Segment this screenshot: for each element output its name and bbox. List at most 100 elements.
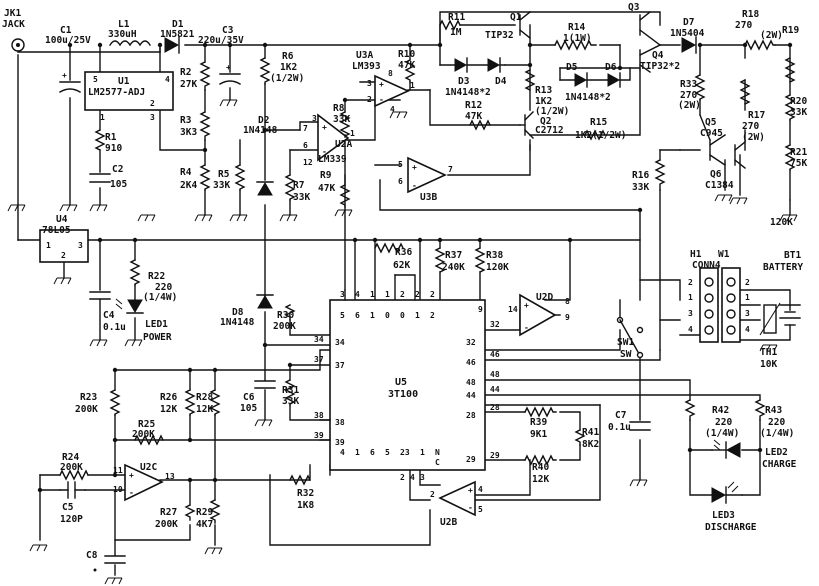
- svg-text:38: 38: [335, 418, 345, 427]
- svg-text:14: 14: [508, 305, 518, 314]
- th1-thermistor: TH1 10K: [759, 302, 781, 370]
- c7-capacitor: C7 0.1u: [608, 410, 651, 433]
- sw1-value: SW: [620, 349, 632, 360]
- r10-value: 47K: [398, 60, 415, 71]
- u4-regulator: U4 78L05 1 3 2: [39, 214, 89, 263]
- wires: [17, 11, 791, 576]
- q5-ref: Q5: [705, 117, 717, 128]
- u5-value: 3T100: [388, 389, 418, 400]
- r14-resistor: R14 1(1W): [554, 22, 597, 51]
- r43-ref: R43: [765, 405, 782, 416]
- svg-text:+: +: [524, 301, 529, 310]
- r18-resistor: R18 270 (2W): [735, 9, 783, 51]
- r9-value: 47K: [318, 183, 335, 194]
- svg-text:2: 2: [150, 99, 155, 108]
- d56-value: 1N4148*2: [565, 92, 611, 103]
- c2-value: 105: [110, 179, 127, 190]
- r33-value: 270: [680, 90, 697, 101]
- r41-resistor: R41 8K2: [574, 427, 599, 450]
- r31-value: 33K: [282, 396, 299, 407]
- r4-resistor: R4 2K4: [180, 164, 211, 191]
- l1-inductor: L1 330uH: [108, 19, 151, 47]
- d8-value: 1N4148: [220, 317, 255, 328]
- d7-ref: D7: [683, 17, 694, 28]
- u5-right-pins: 32 46 48 44 28 29 32 46 48 44 28 29: [466, 320, 500, 464]
- svg-text:2: 2: [400, 290, 405, 299]
- led1-diode: LED1 POWER: [115, 298, 172, 343]
- c2-ref: C2: [112, 164, 123, 175]
- svg-text:3: 3: [312, 114, 317, 123]
- r6-note: (1/2W): [270, 73, 304, 84]
- u2a-ref: U2A: [335, 139, 352, 150]
- jk1-value: JACK: [2, 19, 25, 30]
- svg-text:N: N: [435, 448, 440, 457]
- r15-resistor: R15 1K2(1/2W): [575, 117, 626, 141]
- r30-value: 200K: [273, 321, 296, 332]
- jk1-jack: JK1 JACK: [2, 8, 25, 52]
- r3-ref: R3: [180, 115, 192, 126]
- r36-ref: R36: [395, 247, 412, 258]
- r27-ref: R27: [160, 507, 177, 518]
- r31-resistor: R31 33K: [282, 379, 299, 407]
- conn4-ref: CONN4: [692, 260, 721, 271]
- q5-transistor: Q5 C945: [700, 117, 726, 166]
- svg-text:4: 4: [745, 325, 750, 334]
- r7-resistor: R7 33K: [284, 174, 310, 203]
- r27-value: 200K: [155, 519, 178, 530]
- svg-text:4: 4: [478, 485, 483, 494]
- junction-dots: [37, 42, 793, 493]
- c6-value: 105: [240, 403, 257, 414]
- svg-text:1: 1: [355, 448, 360, 457]
- u1-value: LM2577-ADJ: [88, 87, 145, 98]
- svg-text:48: 48: [466, 378, 476, 387]
- svg-text:1: 1: [688, 293, 693, 302]
- r26-ref: R26: [160, 392, 177, 403]
- u3b-ref: U3B: [420, 192, 437, 203]
- led2-diode: LED2 CHARGE: [711, 439, 797, 470]
- r12-ref: R12: [465, 100, 482, 111]
- svg-text:+: +: [379, 80, 384, 89]
- r2-value: 27K: [180, 79, 197, 90]
- svg-text:4: 4: [355, 290, 360, 299]
- bt1-value: BATTERY: [763, 262, 803, 273]
- q5-value: C945: [700, 128, 723, 139]
- r26-value: 12K: [160, 404, 177, 415]
- svg-text:C: C: [435, 458, 440, 467]
- r25-ref: R25: [138, 419, 155, 430]
- u4-ref: U4: [56, 214, 68, 225]
- svg-text:+: +: [322, 123, 327, 132]
- svg-text:29: 29: [466, 455, 476, 464]
- r33-resistor: R33 270 (2W): [678, 74, 706, 111]
- svg-text:34: 34: [335, 338, 345, 347]
- r25-value: 200K: [132, 429, 155, 440]
- r22-note: (1/4W): [143, 292, 177, 303]
- svg-text:-: -: [524, 323, 529, 332]
- d8-diode: D8 1N4148: [220, 294, 274, 328]
- r7-ref: R7: [293, 180, 304, 191]
- r21-resistor: R21 75K 120K: [770, 144, 807, 228]
- q4-ref: Q4: [652, 50, 664, 61]
- r43-note: (1/4W): [760, 428, 794, 439]
- r22-resistor: R22 220 (1/4W): [129, 259, 177, 303]
- c4-capacitor: C4 0.1u: [89, 291, 126, 333]
- svg-text:1: 1: [100, 113, 105, 122]
- svg-text:-: -: [129, 488, 134, 497]
- svg-text:5: 5: [398, 160, 403, 169]
- u5-pin-stubs: [319, 289, 346, 441]
- svg-text:3: 3: [78, 241, 83, 250]
- q3-transistor: Q3: [628, 2, 661, 46]
- svg-text:6: 6: [303, 141, 308, 150]
- c8-ref: C8: [86, 550, 98, 561]
- r22-value: 220: [155, 282, 172, 293]
- svg-text:5: 5: [478, 505, 483, 514]
- r24-resistor: R24 200K: [59, 452, 89, 481]
- svg-text:3: 3: [150, 113, 155, 122]
- r12-resistor: R12 47K: [465, 100, 491, 131]
- r29-ref: R29: [196, 507, 213, 518]
- svg-text:44: 44: [490, 385, 500, 394]
- svg-text:39: 39: [314, 431, 324, 440]
- r6-value: 1K2: [280, 62, 297, 73]
- r18-ref: R18: [742, 9, 759, 20]
- sw1-switch: SW1 SW: [616, 316, 644, 360]
